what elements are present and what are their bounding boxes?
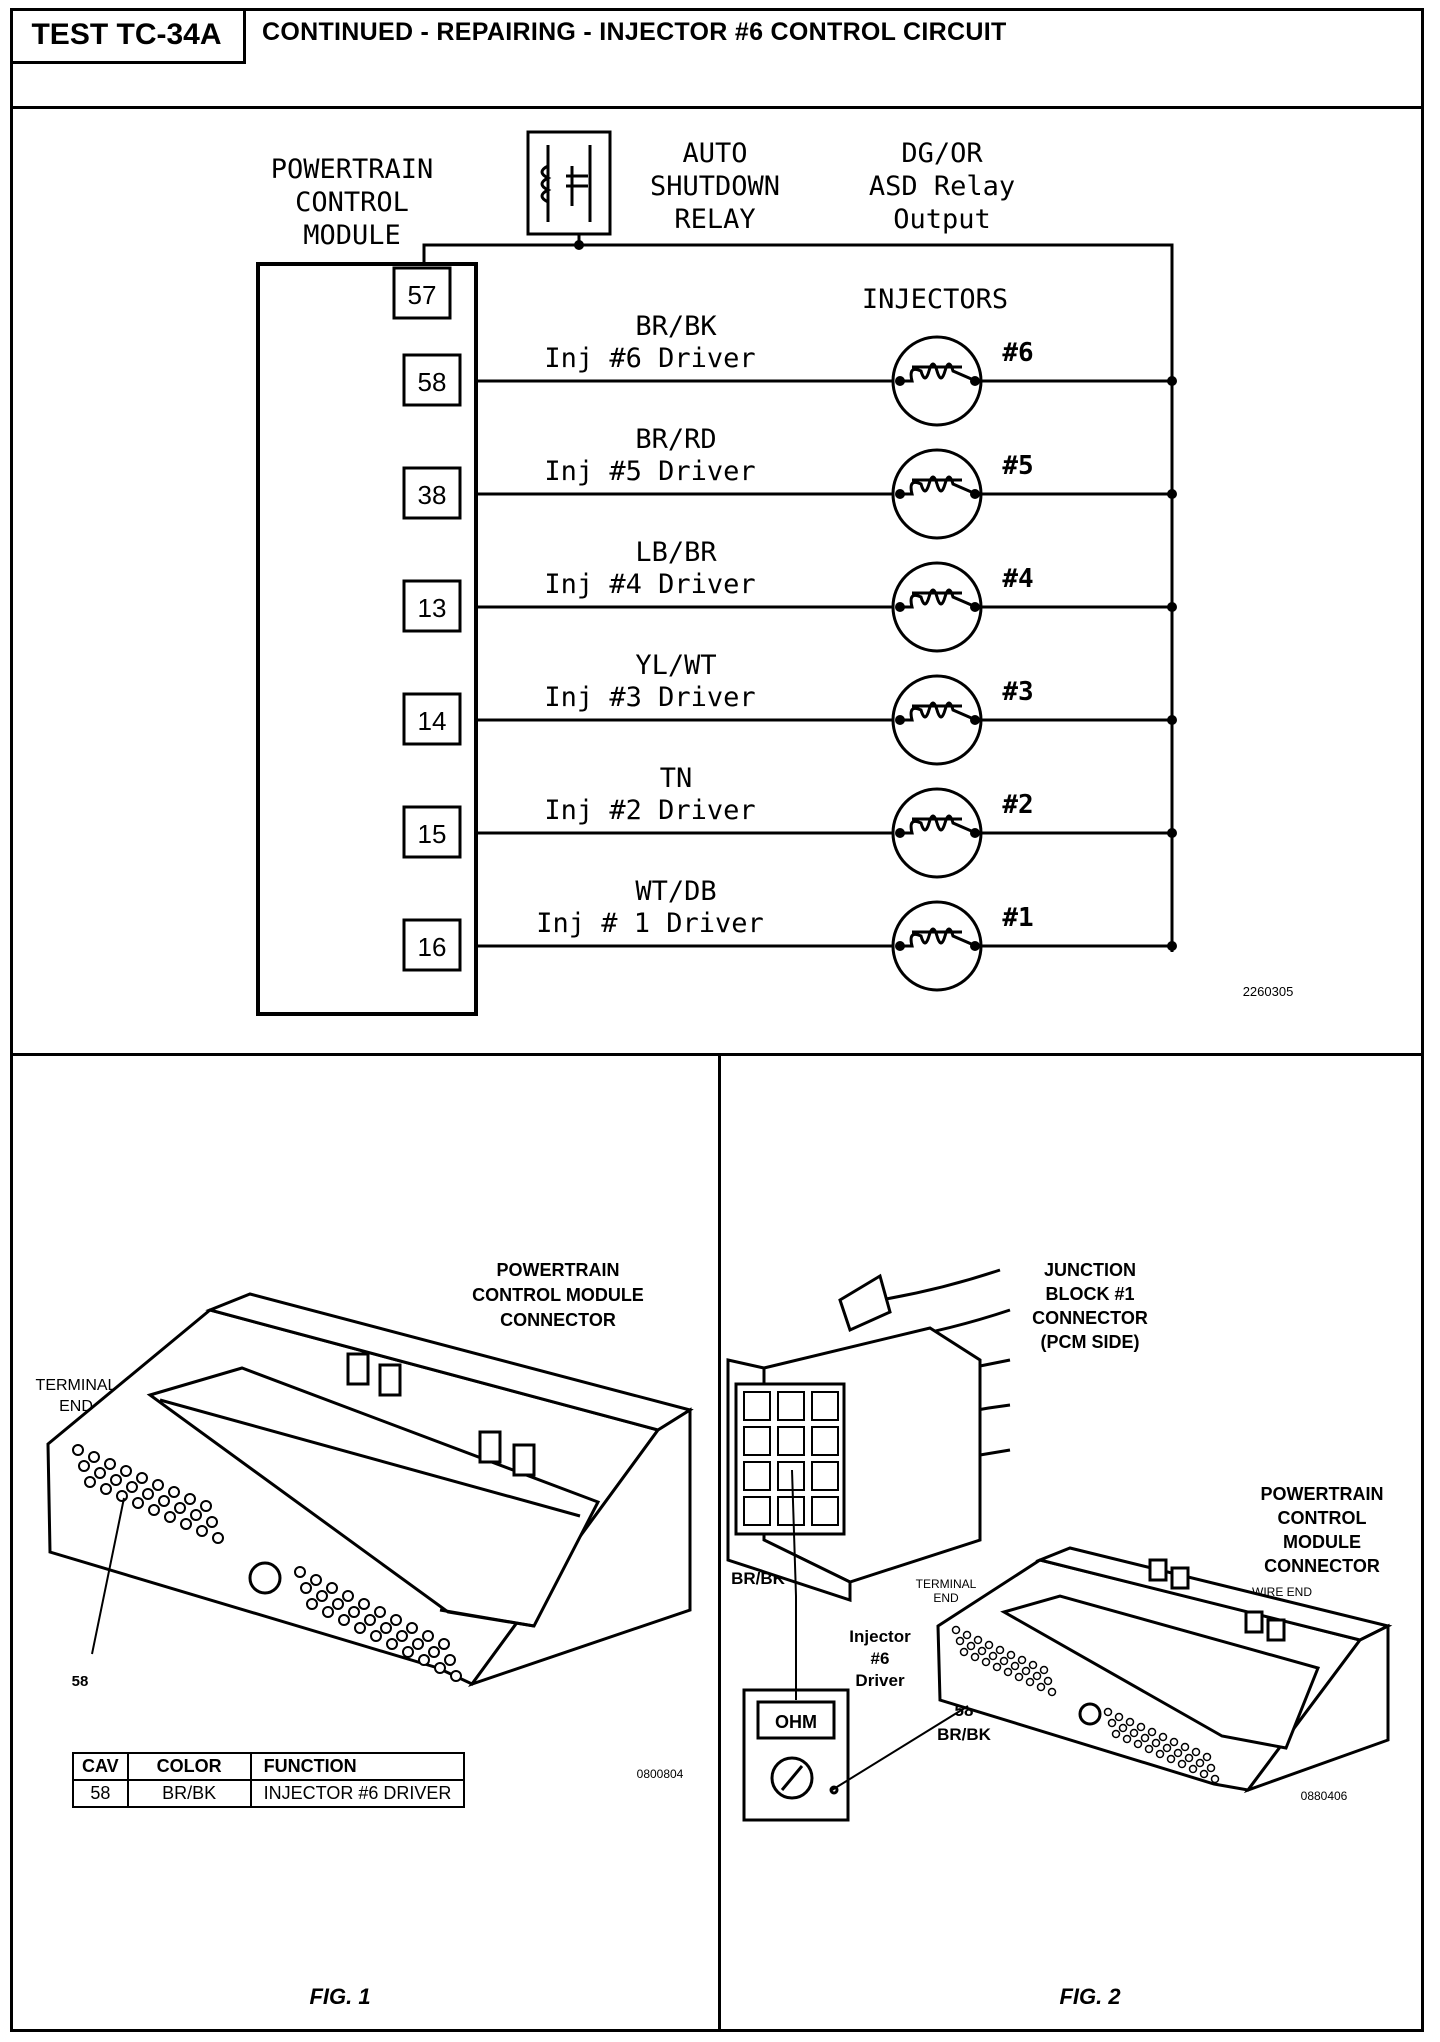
- injector-icon: [891, 448, 983, 540]
- page-frame: [10, 8, 1424, 2032]
- wire-color-label: BR/RD: [635, 424, 716, 455]
- pcm-pin-box: [402, 692, 462, 746]
- pcm-label-1: POWERTRAIN: [271, 154, 434, 185]
- injector-icon: [891, 900, 983, 992]
- relay-icon: [526, 130, 612, 236]
- wire-color-label: TN: [660, 763, 693, 794]
- table-header-color: COLOR: [126, 1752, 252, 1781]
- table-cell-color: BR/BK: [126, 1779, 252, 1808]
- test-id: TEST TC-34A: [10, 8, 246, 64]
- table-header-cav: CAV: [72, 1752, 129, 1781]
- table-cell-cav: 58: [72, 1779, 129, 1808]
- injector-number: #3: [1002, 677, 1033, 707]
- figure-divider: [718, 1053, 721, 2032]
- bus-junction-dot: [1167, 828, 1177, 838]
- injector-icon: [891, 335, 983, 427]
- driver-label: Inj #6 Driver: [544, 343, 755, 374]
- bus-junction-dot: [1167, 602, 1177, 612]
- bus-junction-dot: [1167, 376, 1177, 386]
- pcm-label-2: CONTROL: [295, 187, 409, 218]
- wire-color-label: LB/BR: [635, 537, 717, 568]
- section-divider: [10, 1053, 1424, 1056]
- header-divider: [10, 106, 1424, 109]
- bus-junction-dot: [1167, 489, 1177, 499]
- asd-output-label-1: DG/OR: [901, 138, 983, 169]
- pcm-pin-number: 38: [418, 480, 447, 510]
- pcm-pin-top: 57: [408, 280, 437, 310]
- pcm-pin-number: 13: [418, 593, 447, 623]
- table-cell-function: INJECTOR #6 DRIVER: [249, 1779, 466, 1808]
- driver-label: Inj #4 Driver: [544, 569, 755, 600]
- pcm-pin-box: [402, 353, 462, 407]
- wire-color-label: BR/BK: [635, 311, 717, 342]
- asd-output-label-2: ASD Relay: [869, 171, 1015, 202]
- cavity-table: CAV COLOR FUNCTION 58 BR/BK INJECTOR #6 …: [72, 1752, 466, 1808]
- driver-label: Inj #5 Driver: [544, 456, 755, 487]
- relay-label-1: AUTO: [682, 138, 747, 169]
- page-title: CONTINUED - REPAIRING - INJECTOR #6 CONT…: [262, 18, 1007, 46]
- asd-output-label-3: Output: [893, 204, 991, 235]
- injector-number: #4: [1002, 564, 1033, 594]
- injector-number: #6: [1002, 338, 1033, 368]
- table-row: 58 BR/BK INJECTOR #6 DRIVER: [72, 1779, 466, 1808]
- pcm-pin-number: 15: [418, 819, 447, 849]
- pcm-pin-box: [402, 805, 462, 859]
- injector-number: #2: [1002, 790, 1033, 820]
- pcm-pin-number: 14: [418, 706, 447, 736]
- injector-icon: [891, 674, 983, 766]
- relay-label-2: SHUTDOWN: [650, 171, 780, 202]
- driver-label: Inj #2 Driver: [544, 795, 755, 826]
- pcm-box: [256, 262, 478, 1016]
- table-header-function: FUNCTION: [249, 1752, 466, 1781]
- pcm-pin-top-box: [392, 266, 452, 320]
- injector-icon: [891, 787, 983, 879]
- wire-color-label: WT/DB: [635, 876, 716, 907]
- relay-label-3: RELAY: [674, 204, 755, 235]
- driver-label: Inj # 1 Driver: [536, 908, 764, 939]
- injector-icon: [891, 561, 983, 653]
- pcm-pin-box: [402, 466, 462, 520]
- driver-label: Inj #3 Driver: [544, 682, 755, 713]
- pcm-label-3: MODULE: [303, 220, 401, 251]
- pcm-pin-number: 16: [418, 932, 447, 962]
- schematic-figure-code: 2260305: [1243, 984, 1294, 999]
- bus-junction-dot: [1167, 941, 1177, 951]
- injectors-label: INJECTORS: [862, 284, 1008, 315]
- injector-number: #5: [1002, 451, 1033, 481]
- pcm-pin-box: [402, 579, 462, 633]
- wire-color-label: YL/WT: [635, 650, 716, 681]
- bus-junction-dot: [1167, 715, 1177, 725]
- pcm-pin-number: 58: [418, 367, 447, 397]
- pcm-pin-box: [402, 918, 462, 972]
- injector-number: #1: [1002, 903, 1033, 933]
